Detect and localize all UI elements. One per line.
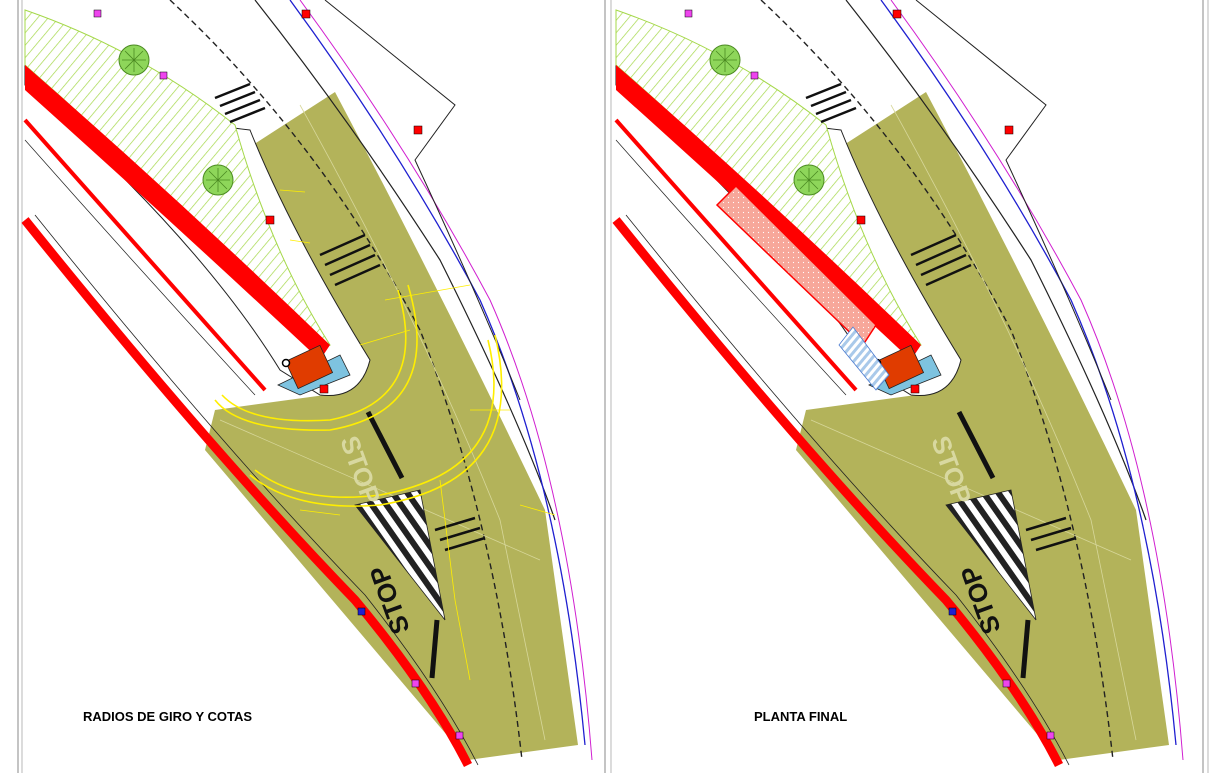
right-panel-plan: STOP STOP PLANTA FINAL — [616, 0, 1183, 765]
panel-title: RADIOS DE GIRO Y COTAS — [83, 709, 252, 724]
turning-radius-arcs — [214, 284, 503, 507]
sidewalk-pink — [715, 184, 877, 347]
crosswalk-blue — [838, 326, 890, 391]
panel-title: PLANTA FINAL — [754, 709, 847, 724]
dimension-lines — [279, 189, 556, 681]
left-panel-plan: STOP STOP RADIOS DE GIRO Y COTAS — [25, 0, 592, 765]
